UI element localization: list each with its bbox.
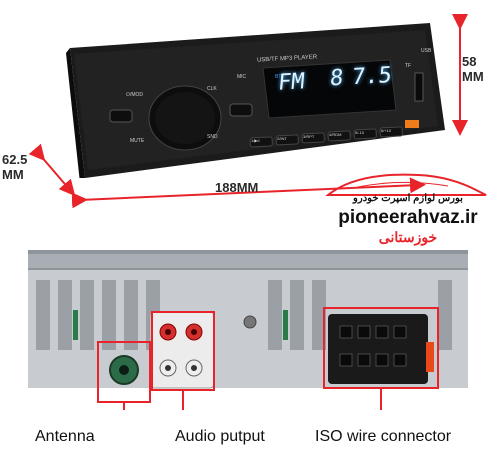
width-arrow (71, 177, 426, 209)
depth-dimension: 62.5 MM (2, 152, 28, 182)
fuse (426, 342, 434, 372)
preset-label-3: 3/RPT (303, 134, 315, 139)
depth-arrow (28, 143, 76, 197)
brand-logo: بورس لوازم اسپرت خودرو pioneerahvaz.ir خ… (318, 163, 498, 248)
prev-button (109, 109, 133, 123)
bt-label: BT (275, 74, 282, 80)
preset-label-6: 6/+10 (381, 128, 392, 133)
rear-screw (243, 315, 257, 329)
usb-port-orange (405, 120, 419, 128)
mic-label: MIC (237, 74, 247, 80)
preset-buttons-row (249, 126, 403, 148)
width-dimension: 188MM (215, 180, 259, 195)
mode-label: ⏻/MOD (126, 92, 144, 98)
usb-slot (414, 72, 424, 102)
brand-region: خوزستانی (378, 229, 438, 245)
mute-label: MUTE (130, 138, 145, 144)
display-freq-dec: 7.5 (350, 62, 393, 91)
tf-label: TF (405, 63, 412, 69)
preset-label-5: 5/-10 (355, 130, 365, 135)
display-band: FM (276, 69, 306, 96)
snd-label: SND (207, 134, 218, 140)
iso-caption: ISO wire connector (315, 428, 452, 445)
usb-label: USB (421, 48, 432, 54)
car-silhouette-icon (325, 173, 487, 196)
audio-caption: Audio putput (175, 428, 265, 445)
display-freq-int: 8 (328, 65, 345, 92)
next-button (229, 103, 253, 117)
height-dimension: 58 MM (462, 54, 484, 84)
brand-tagline: بورس لوازم اسپرت خودرو (353, 193, 463, 204)
preset-label-4: 4/RDM (329, 132, 342, 137)
brand-site: pioneerahvaz.ir (338, 207, 478, 228)
antenna-caption: Antenna (35, 428, 95, 445)
radio-rear-view (28, 250, 468, 410)
rca-block (149, 311, 215, 389)
radio-front-view (66, 23, 445, 178)
iso-connector (328, 314, 428, 384)
lcd-display (262, 59, 397, 119)
preset-label-1: 1/▶II (251, 138, 260, 143)
clk-label: CLK (207, 86, 217, 92)
preset-label-2: 2/INT (277, 136, 287, 141)
